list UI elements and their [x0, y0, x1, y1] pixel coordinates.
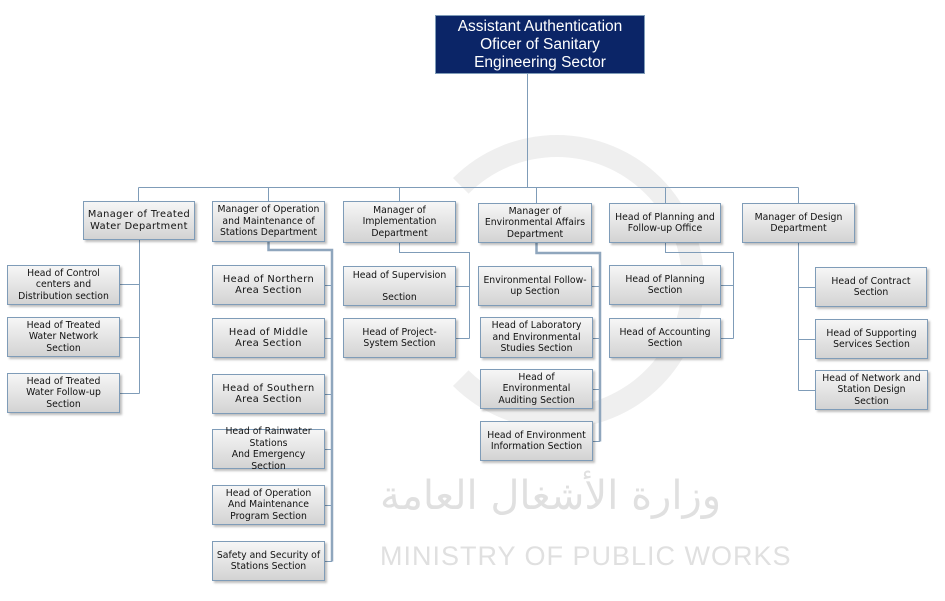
root-node-assistant-officer: Assistant Authentication Oficer of Sanit… [435, 15, 645, 74]
section-northern-area: Head of Northern Area Section [212, 265, 325, 305]
section-supervision: Head of Supervision Section [343, 266, 456, 306]
dept-design: Manager of Design Department [742, 203, 855, 243]
section-safety-security: Safety and Security of Stations Section [212, 541, 325, 581]
section-treated-water-network: Head of Treated Water Network Section [7, 317, 120, 357]
dept-planning-followup: Head of Planning and Follow-up Office [609, 203, 721, 243]
section-environment-information: Head of Environment Information Section [480, 421, 593, 461]
section-laboratory-studies: Head of Laboratory and Environmental Stu… [480, 317, 593, 358]
dept6-connector [798, 243, 815, 391]
section-southern-area: Head of Southern Area Section [212, 374, 325, 414]
section-control-centers: Head of Control centers and Distribution… [7, 265, 120, 305]
section-rainwater-emergency: Head of Rainwater Stations And Emergency… [212, 426, 325, 472]
section-network-station-design: Head of Network and Station Design Secti… [815, 370, 928, 410]
dept-operation-maintenance: Manager of Operation and Maintenance of … [212, 201, 325, 242]
dept4-connector [535, 243, 602, 442]
section-treated-water-followup: Head of Treated Water Follow-up Section [7, 373, 120, 413]
section-accounting: Head of Accounting Section [609, 318, 721, 358]
section-contract: Head of Contract Section [815, 267, 927, 307]
section-supporting-services: Head of Supporting Services Section [815, 319, 928, 359]
section-environmental-auditing: Head of Environmental Auditing Section [480, 369, 593, 409]
dept1-connector [120, 240, 140, 394]
section-middle-area: Head of Middle Area Section [212, 318, 325, 358]
dept5-connector [665, 243, 734, 339]
section-environmental-followup: Environmental Follow- up Section [478, 266, 592, 306]
dept2-branches [325, 285, 332, 562]
section-operation-maintenance-program: Head of Operation And Maintenance Progra… [212, 485, 325, 525]
dept2-connector [267, 242, 334, 562]
dept-environmental-affairs: Manager of Environmental Affairs Departm… [478, 203, 592, 243]
section-planning: Head of Planning Section [609, 265, 721, 305]
dept-implementation: Manager of Implementation Department [343, 201, 456, 243]
dept-treated-water: Manager of Treated Water Department [83, 201, 195, 240]
root-connector [138, 72, 799, 203]
section-project-system: Head of Project- System Section [343, 318, 456, 358]
dept4-branches [592, 286, 600, 442]
watermark-arabic: وزارة الأشغال العامة [380, 473, 722, 519]
watermark-english: MINISTRY OF PUBLIC WORKS [380, 541, 792, 571]
dept3-connector [399, 243, 470, 339]
